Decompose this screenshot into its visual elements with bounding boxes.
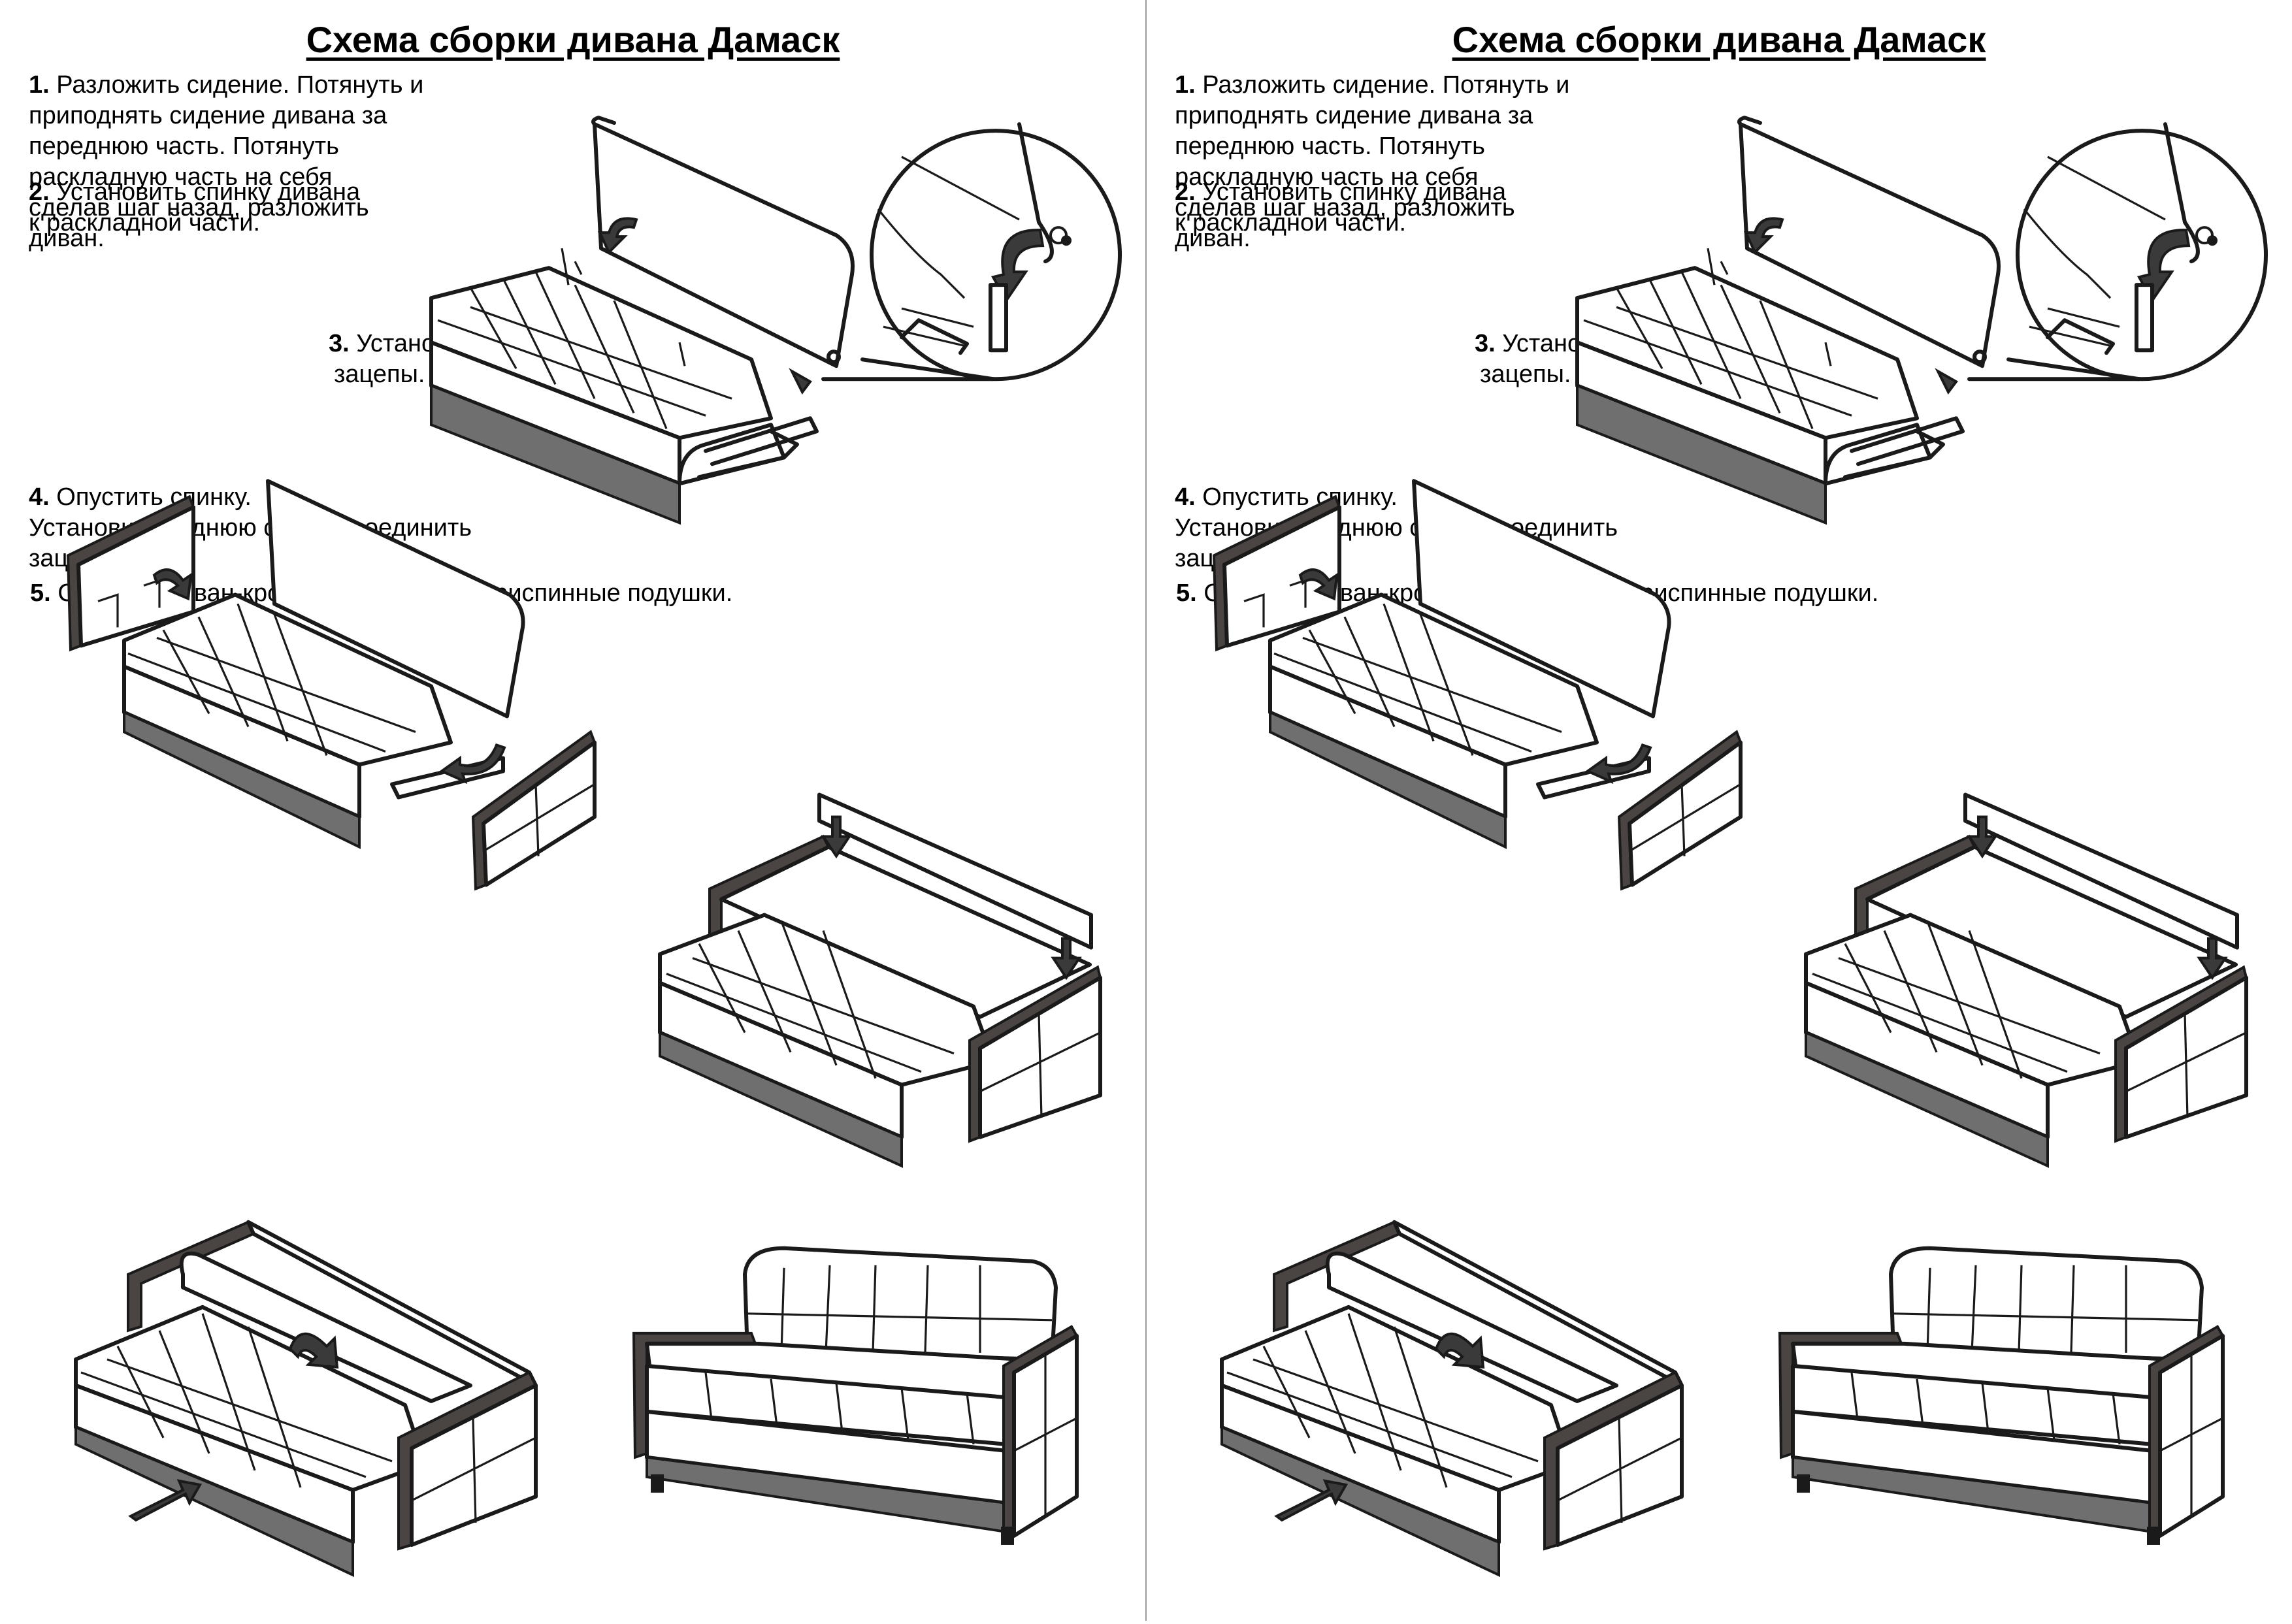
step-2: 2. Установить спинку дивана к раскладной…: [1175, 177, 1506, 238]
step-text-line: Разложить сидение. Потянуть и: [1202, 71, 1570, 99]
step-number: 5.: [30, 579, 51, 607]
step-4: 4. Опустить спинку. Установить заднюю сп…: [1175, 482, 1618, 574]
page-title: Схема сборки дивана Дамаск: [306, 19, 840, 60]
step-text-line: зацепы.: [334, 361, 425, 388]
page-divider: [1145, 0, 1147, 1621]
step-number: 1.: [29, 71, 50, 99]
step-text-line: Установить спинку дивана: [1202, 178, 1507, 206]
sofa-backrest-illustration: [1806, 794, 2246, 1165]
sofa-armrests-illustration: [1214, 481, 1741, 888]
step-2: 2. Установить спинку дивана к раскладной…: [29, 177, 360, 238]
sofa-backrest-illustration: [660, 794, 1100, 1165]
instruction-page-right: Схема сборки дивана Дамаск 1. Разложить …: [1146, 0, 2292, 1621]
instruction-page-left: Схема сборки дивана Дамаск 1. Разложить …: [0, 0, 1146, 1621]
sofa-unfolded-illustration: [431, 118, 1120, 523]
sofa-unfolded-illustration: [1577, 118, 2266, 523]
step-number: 2.: [29, 178, 50, 206]
step-text-line: диван.: [1175, 225, 1251, 252]
step-text-line: Опустить спинку.: [56, 483, 252, 511]
sofa-folding-illustration: [76, 1222, 536, 1575]
step-4: 4. Опустить спинку. Установить заднюю сп…: [29, 482, 472, 574]
step-text-line: Установить спинку дивана: [56, 178, 361, 206]
step-text-line: диван.: [29, 225, 105, 252]
step-number: 4.: [1175, 483, 1196, 511]
step-number: 4.: [29, 483, 50, 511]
illustrations-right: [1146, 0, 2292, 1621]
sofa-folding-illustration: [1222, 1222, 1682, 1575]
sofa-assembled-illustration: [634, 1248, 1077, 1545]
illustrations-left: [0, 0, 1146, 1621]
step-number: 2.: [1175, 178, 1196, 206]
step-text-line: к раскладной части.: [1175, 209, 1407, 236]
step-text-line: к раскладной части.: [29, 209, 261, 236]
sofa-armrests-illustration: [68, 481, 595, 888]
step-number: 3.: [329, 330, 350, 357]
step-text-line: Установить заднюю спинку, соединить: [1175, 514, 1618, 542]
step-text-line: Установить заднюю спинку, соединить: [29, 514, 472, 542]
step-text-line: зацепы.: [1480, 361, 1571, 388]
step-number: 1.: [1175, 71, 1196, 99]
page-title: Схема сборки дивана Дамаск: [1452, 19, 1986, 60]
sofa-assembled-illustration: [1780, 1248, 2223, 1545]
step-text-line: Опустить спинку.: [1202, 483, 1398, 511]
step-number: 3.: [1475, 330, 1496, 357]
step-text-line: Разложить сидение. Потянуть и: [56, 71, 424, 99]
step-number: 5.: [1176, 579, 1197, 607]
